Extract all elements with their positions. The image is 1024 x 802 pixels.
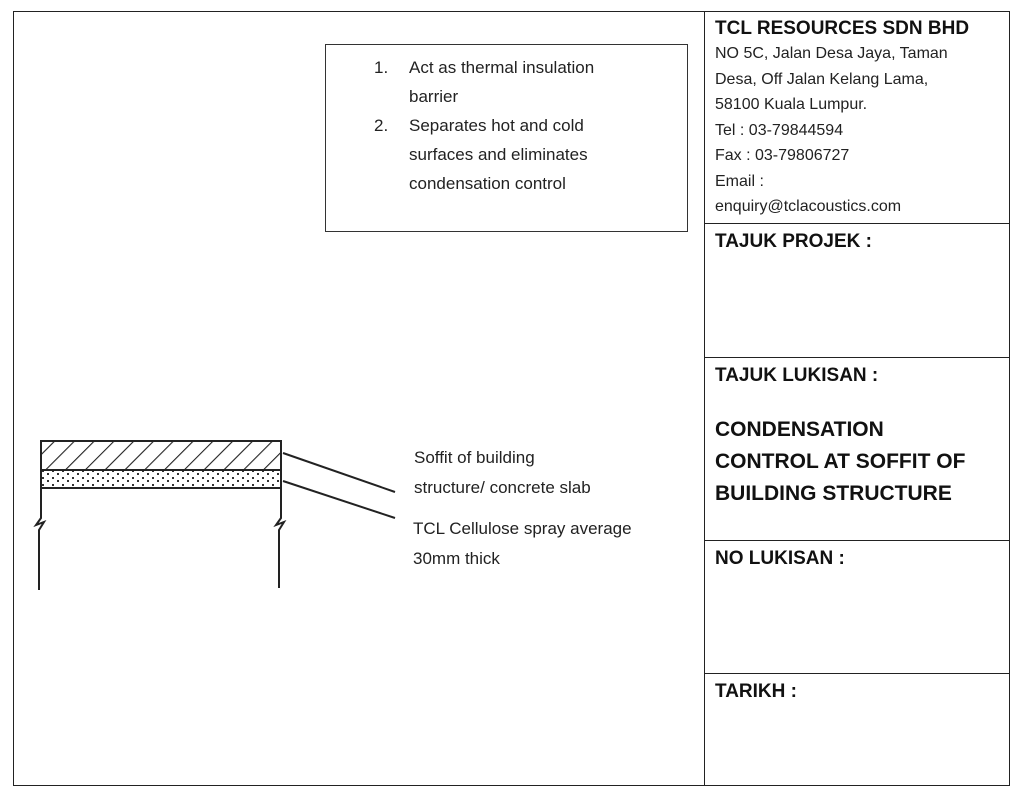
project-title-cell: TAJUK PROJEK : bbox=[705, 224, 1010, 358]
company-name: TCL RESOURCES SDN BHD bbox=[715, 18, 970, 39]
drawing-title-line: BUILDING STRUCTURE bbox=[715, 482, 952, 505]
notes-list: 1. Act as thermal insulation barrier 2. … bbox=[374, 53, 674, 198]
title-block-divider bbox=[704, 11, 705, 786]
company-tel: Tel : 03-79844594 bbox=[715, 121, 844, 139]
company-email: enquiry@tclacoustics.com bbox=[715, 198, 902, 215]
company-address: NO 5C, Jalan Desa Jaya, Taman Desa, Off … bbox=[715, 41, 1000, 220]
label-line: TCL Cellulose spray average bbox=[413, 519, 632, 538]
left-wall bbox=[33, 488, 47, 590]
label-slab: Soffit of building structure/ concrete s… bbox=[414, 443, 591, 503]
leader-line-spray bbox=[282, 480, 396, 519]
drawing-title-label: TAJUK LUKISAN : bbox=[715, 365, 879, 386]
drawing-sheet-border bbox=[13, 11, 1010, 786]
note-item: 1. Act as thermal insulation barrier bbox=[374, 53, 674, 111]
note-line: surfaces and eliminates bbox=[409, 145, 588, 164]
label-line: Soffit of building bbox=[414, 448, 535, 467]
address-line: Desa, Off Jalan Kelang Lama, bbox=[715, 70, 929, 88]
drawing-title-line: CONTROL AT SOFFIT OF bbox=[715, 450, 966, 473]
drawing-title-line: CONDENSATION bbox=[715, 418, 884, 441]
notes-box: 1. Act as thermal insulation barrier 2. … bbox=[325, 44, 688, 232]
right-wall bbox=[273, 488, 287, 588]
note-number: 2. bbox=[374, 116, 389, 135]
note-line: condensation control bbox=[409, 174, 566, 193]
date-label: TARIKH : bbox=[715, 681, 797, 702]
company-email-label: Email : bbox=[715, 172, 764, 190]
cellulose-spray-layer bbox=[40, 469, 282, 489]
note-line: barrier bbox=[409, 87, 459, 106]
company-block: TCL RESOURCES SDN BHD NO 5C, Jalan Desa … bbox=[705, 11, 1010, 224]
project-title-label: TAJUK PROJEK : bbox=[715, 231, 872, 252]
leader-line-slab bbox=[282, 452, 396, 493]
drawing-number-cell: NO LUKISAN : bbox=[705, 541, 1010, 674]
drawing-title-cell: TAJUK LUKISAN : CONDENSATION CONTROL AT … bbox=[705, 358, 1010, 541]
label-line: structure/ concrete slab bbox=[414, 478, 591, 497]
note-number: 1. bbox=[374, 58, 389, 77]
note-line: Act as thermal insulation bbox=[409, 58, 595, 77]
drawing-number-label: NO LUKISAN : bbox=[715, 548, 845, 569]
address-line: 58100 Kuala Lumpur. bbox=[715, 96, 868, 113]
address-line: NO 5C, Jalan Desa Jaya, Taman bbox=[715, 45, 948, 62]
drawing-title: CONDENSATION CONTROL AT SOFFIT OF BUILDI… bbox=[715, 414, 1000, 510]
concrete-slab bbox=[40, 440, 282, 471]
note-line: Separates hot and cold bbox=[409, 116, 584, 135]
label-line: 30mm thick bbox=[413, 549, 500, 568]
company-fax: Fax : 03-79806727 bbox=[715, 147, 850, 164]
note-item: 2. Separates hot and cold surfaces and e… bbox=[374, 111, 674, 198]
date-cell: TARIKH : bbox=[705, 674, 1010, 786]
label-spray: TCL Cellulose spray average 30mm thick bbox=[413, 514, 632, 574]
